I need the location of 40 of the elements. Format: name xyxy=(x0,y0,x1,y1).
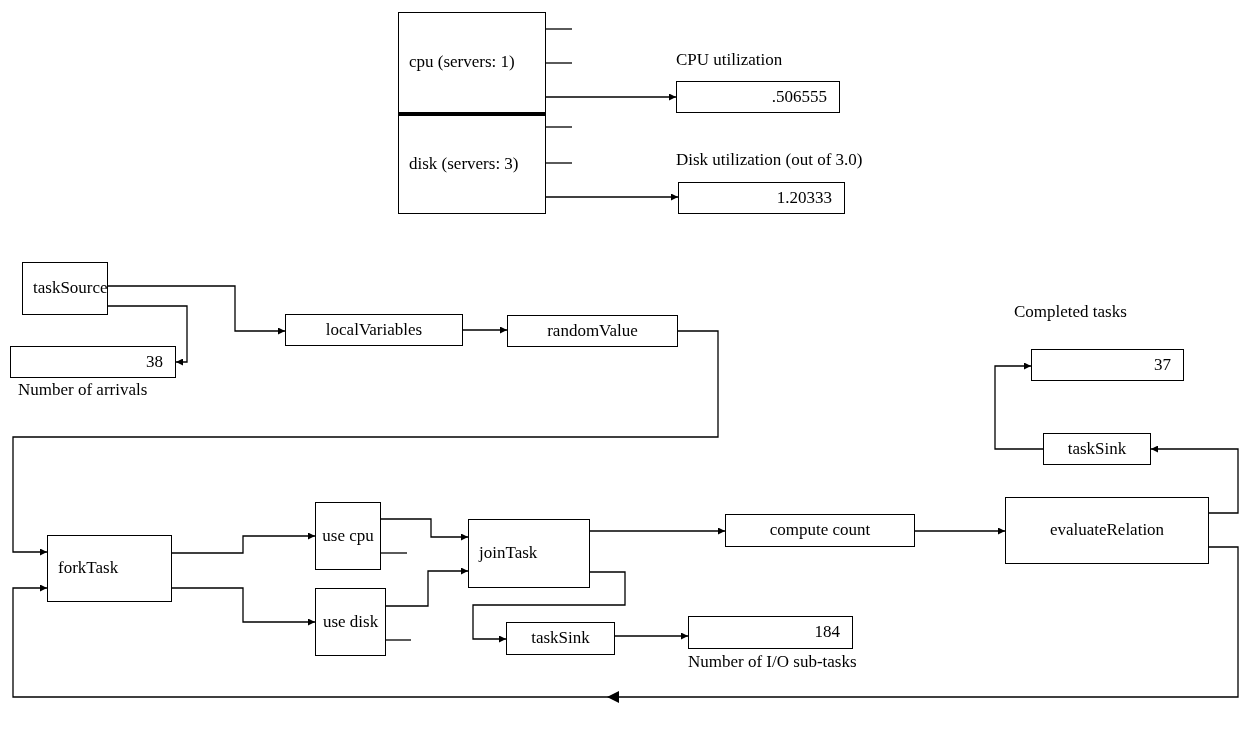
connector-arrow xyxy=(1150,445,1239,514)
process-block: localVariables xyxy=(285,314,463,346)
caption-text: Disk utilization (out of 3.0) xyxy=(676,150,863,170)
connector-arrow xyxy=(380,518,469,541)
process-block: evaluateRelation xyxy=(1005,497,1209,564)
connector-arrow xyxy=(994,362,1044,450)
value-display: 38 xyxy=(10,346,176,378)
process-block: taskSource xyxy=(22,262,108,315)
caption-text: Number of arrivals xyxy=(18,380,148,400)
connector-arrow xyxy=(107,305,188,366)
process-block: joinTask xyxy=(468,519,590,588)
value-display: 184 xyxy=(688,616,853,649)
connector-arrow xyxy=(472,571,626,643)
connector-arrow xyxy=(171,532,316,554)
connector-arrow xyxy=(545,193,679,201)
process-block: use disk xyxy=(315,588,386,656)
process-block: compute count xyxy=(725,514,915,547)
process-block: taskSink xyxy=(1043,433,1151,465)
value-display: 37 xyxy=(1031,349,1184,381)
connector-arrow xyxy=(462,326,508,334)
value-display: .506555 xyxy=(676,81,840,113)
connector-arrow xyxy=(614,632,689,640)
caption-text: CPU utilization xyxy=(676,50,783,70)
process-block: forkTask xyxy=(47,535,172,602)
connector-arrow xyxy=(545,93,677,101)
connector-arrow xyxy=(385,567,469,607)
connector-arrow xyxy=(914,527,1006,535)
connector-arrow xyxy=(589,527,726,535)
caption-text: Completed tasks xyxy=(1014,302,1127,322)
value-display: 1.20333 xyxy=(678,182,845,214)
process-block: taskSink xyxy=(506,622,615,655)
connector-arrow xyxy=(171,587,316,626)
connector-arrow xyxy=(12,546,1239,698)
connector-arrow xyxy=(12,330,719,556)
caption-text: Number of I/O sub-tasks xyxy=(688,652,857,672)
process-block: use cpu xyxy=(315,502,381,570)
process-block: cpu (servers: 1) xyxy=(398,12,546,113)
connector-arrow xyxy=(107,285,286,335)
process-block: randomValue xyxy=(507,315,678,347)
process-block: disk (servers: 3) xyxy=(398,113,546,214)
